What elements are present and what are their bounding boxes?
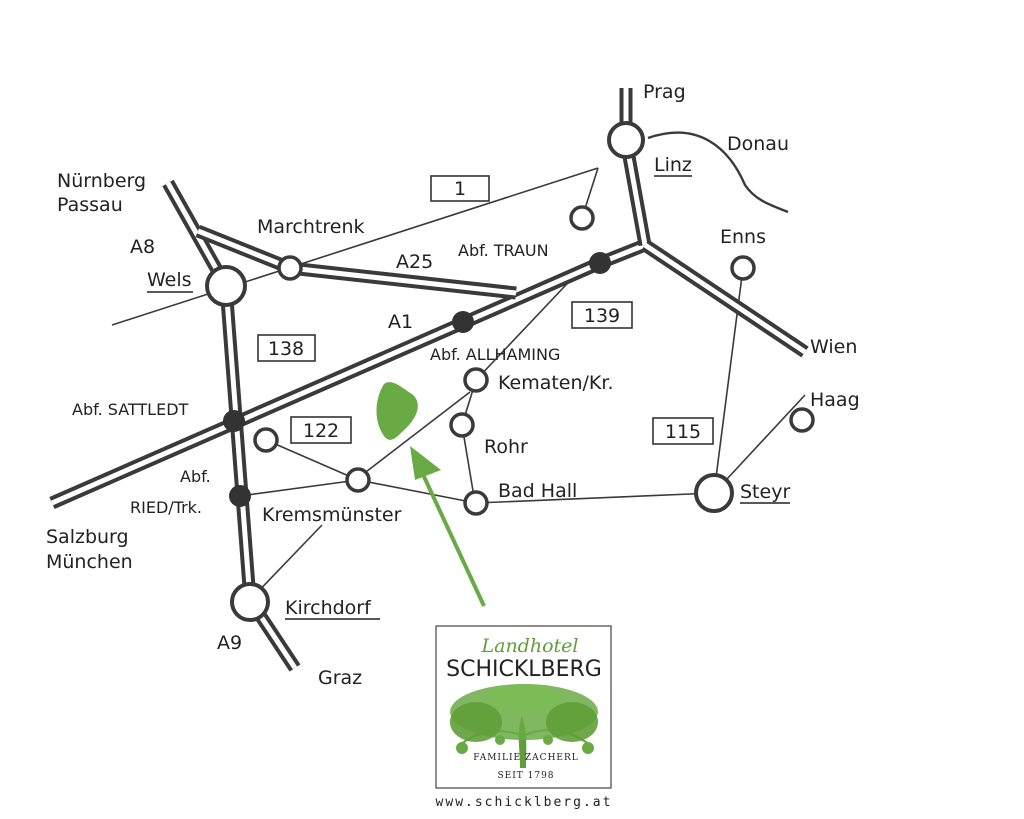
town-enns-circle [730,255,756,281]
road-rohr-badhall [461,424,476,504]
label-kirchdorf: Kirchdorf [285,597,372,619]
label-kremsmuenster: Kremsmünster [262,504,402,526]
road-122 [265,439,359,481]
label-muenchen: München [46,551,133,573]
road-number-1: 1 [454,178,466,200]
label-enns: Enns [720,226,766,248]
road-ried-kremsmuenster [239,479,359,497]
exit-allhaming-dot [452,311,474,333]
road-kematen-kremsmuenster [357,391,471,479]
label-abf: Abf. [180,467,211,486]
town-wels-circle [205,265,247,307]
label-bad-hall: Bad Hall [498,480,577,502]
exit-ried-dot [229,485,251,507]
label-a8: A8 [130,236,155,258]
town-marchtrenk-circle [277,255,303,281]
minor-roads [111,167,806,601]
road-number-138-box [257,334,316,362]
towns [205,121,815,622]
label-marchtrenk: Marchtrenk [257,216,365,238]
hotel-logo: Landhotel SCHICKLBERG FAMILIE ZACHERL SE… [435,625,612,789]
road-number-122: 122 [303,420,339,442]
label-haag: Haag [810,389,860,411]
label-a9: A9 [217,632,242,654]
label-a25: A25 [396,251,433,273]
town-kremsmuenster-circle [345,467,371,493]
label-abf-sattledt: Abf. SATTLEDT [72,400,189,419]
label-a1: A1 [388,311,413,333]
motorways [49,88,809,672]
label-nuernberg: Nürnberg [57,170,146,192]
logo-since-text: SEIT 1798 [497,771,554,781]
exit-traun-dot [589,252,611,274]
town-badhall-circle [463,490,489,516]
label-graz: Graz [318,667,362,689]
road-number-138: 138 [268,338,304,360]
town-rohr-circle [449,412,475,438]
label-steyr: Steyr [740,481,790,503]
exits [223,252,611,507]
road-badhall-steyr [475,492,715,504]
label-passau: Passau [57,194,123,216]
label-donau: Donau [727,133,789,155]
label-linz: Linz [654,154,692,176]
town-haag-circle [789,407,815,433]
town-linz-circle [607,121,645,159]
label-rohr: Rohr [484,436,528,458]
town-kematen-circle [463,367,489,393]
donau-river [647,131,789,214]
label-wien: Wien [810,336,857,358]
road-1 [111,167,599,326]
road-number-1-box [430,175,490,202]
town-junction-122-circle [253,427,279,453]
road-number-115-box [652,417,714,445]
town-kirchdorf-circle [230,582,270,622]
label-kematen: Kematen/Kr. [498,372,614,394]
hotel-location-heart [376,382,418,440]
hotel-arrow-head [410,446,441,480]
label-ried: RIED/Trk. [130,498,202,517]
road-number-122-box [290,416,352,444]
road-allhaming [475,267,583,381]
label-wels: Wels [147,269,192,291]
label-salzburg: Salzburg [46,526,129,548]
logo-name-text: SCHICKLBERG [446,657,602,682]
hotel-arrow-shaft [418,467,486,607]
logo-family-text: FAMILIE ZACHERL [473,753,579,763]
label-prag: Prag [643,81,686,103]
road-number-139: 139 [584,305,620,327]
logo-script-text: Landhotel [481,635,579,657]
town-steyr-circle [694,473,734,513]
exit-sattledt-dot [223,410,245,432]
road-kremsmuenster-badhall [357,479,477,504]
hotel-url[interactable]: www.schicklberg.at [436,795,613,810]
label-abf-traun: Abf. TRAUN [458,241,549,260]
label-abf-allhaming: Abf. ALLHAMING [430,345,560,364]
road-number-115: 115 [665,421,701,443]
logo-tree-icon [450,684,598,768]
road-steyr-haag [713,394,806,494]
road-number-139-box [571,301,633,329]
town-traun-circle [569,205,595,231]
